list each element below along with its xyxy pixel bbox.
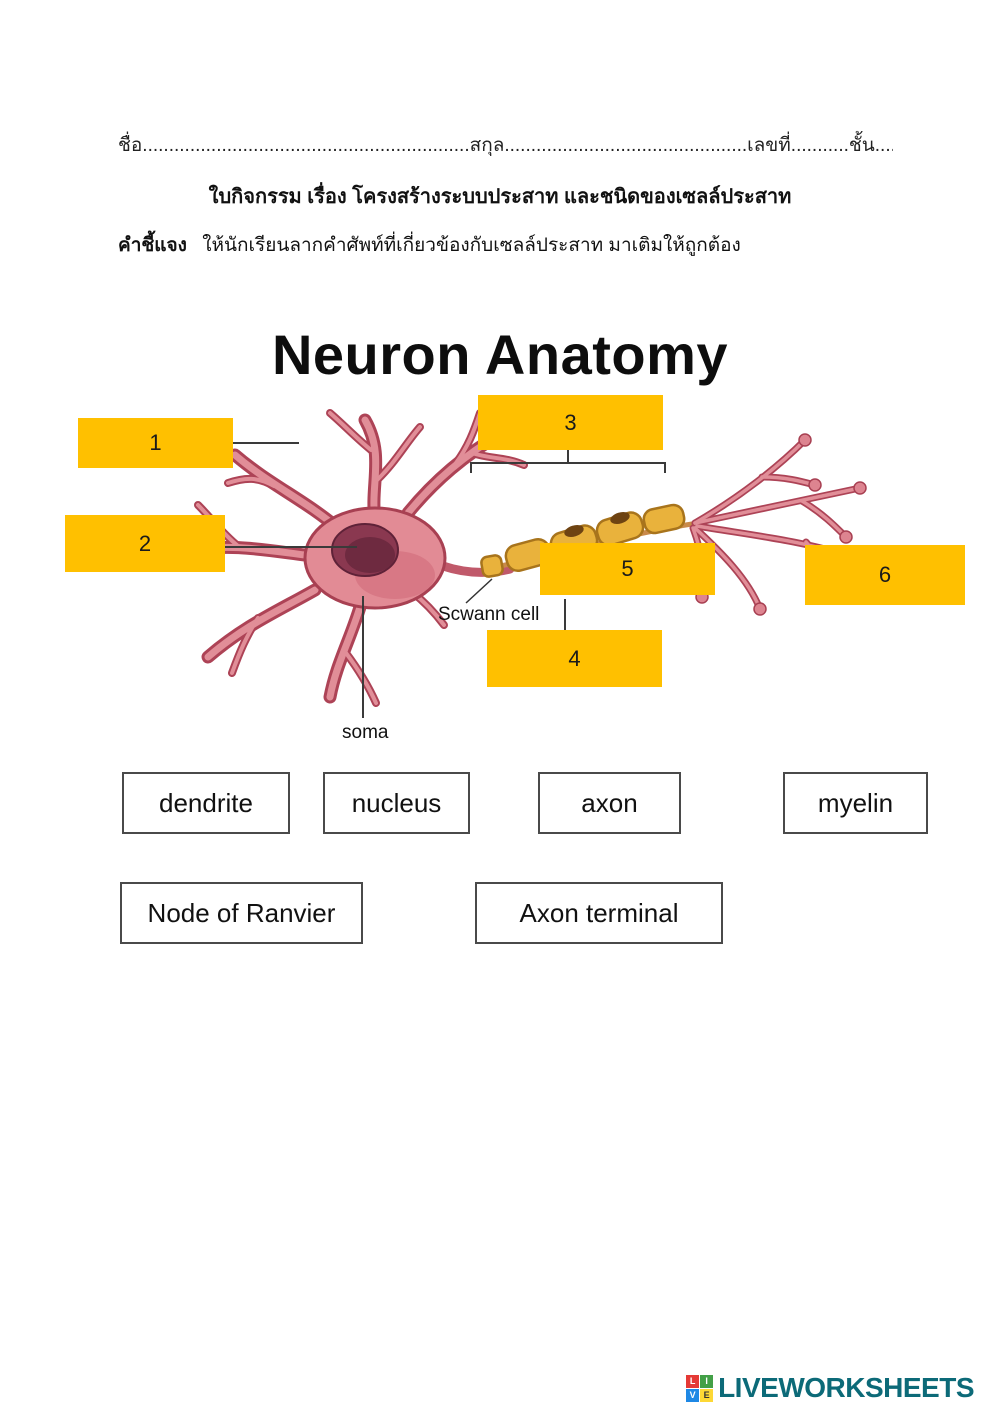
liveworksheets-logo[interactable]: L I V E LIVEWORKSHEETS xyxy=(686,1372,974,1404)
word-myelin[interactable]: myelin xyxy=(783,772,928,834)
slot3-bracket-right-tick xyxy=(664,462,666,473)
slot3-bracket-horizontal xyxy=(470,462,666,464)
answer-slot-4[interactable]: 4 xyxy=(487,630,662,687)
answer-slot-3[interactable]: 3 xyxy=(478,395,663,450)
logo-square-l: L xyxy=(686,1374,700,1388)
logo-square-i: I xyxy=(700,1374,714,1388)
connector-soma xyxy=(362,596,364,718)
slot3-bracket-stem xyxy=(567,450,569,463)
answer-slot-1[interactable]: 1 xyxy=(78,418,233,468)
connector-slot2 xyxy=(225,546,357,548)
instruction-label: คำชี้แจง xyxy=(118,235,187,256)
logo-square-e: E xyxy=(700,1388,714,1402)
word-nucleus[interactable]: nucleus xyxy=(323,772,470,834)
word-dendrite[interactable]: dendrite xyxy=(122,772,290,834)
instruction-text: ให้นักเรียนลากคำศัพท์ที่เกี่ยวข้องกับเซล… xyxy=(202,235,741,256)
connector-slot4 xyxy=(564,599,566,630)
liveworksheets-grid-icon: L I V E xyxy=(686,1374,714,1402)
answer-slot-6[interactable]: 6 xyxy=(805,545,965,605)
diagram-title: Neuron Anatomy xyxy=(271,323,729,386)
liveworksheets-wordmark: LIVEWORKSHEETS xyxy=(718,1372,974,1403)
logo-square-v: V xyxy=(686,1388,700,1402)
answer-slot-5[interactable]: 5 xyxy=(540,543,715,595)
connector-slot1 xyxy=(233,442,299,444)
worksheet-title: ใบกิจกรรม เรื่อง โครงสร้างระบบประสาท และ… xyxy=(208,186,792,208)
soma-label: soma xyxy=(342,722,389,743)
word-node-of-ranvier[interactable]: Node of Ranvier xyxy=(120,882,363,944)
slot3-bracket-left-tick xyxy=(470,462,472,473)
word-axon[interactable]: axon xyxy=(538,772,681,834)
student-name-line: ชื่อ....................................… xyxy=(118,135,893,156)
instruction-line: คำชี้แจง ให้นักเรียนลากคำศัพท์ที่เกี่ยวข… xyxy=(118,230,741,260)
answer-slot-2[interactable]: 2 xyxy=(65,515,225,572)
word-axon-terminal[interactable]: Axon terminal xyxy=(475,882,723,944)
schwann-cell-label: Scwann cell xyxy=(438,604,540,625)
neuron-illustration xyxy=(150,385,867,775)
